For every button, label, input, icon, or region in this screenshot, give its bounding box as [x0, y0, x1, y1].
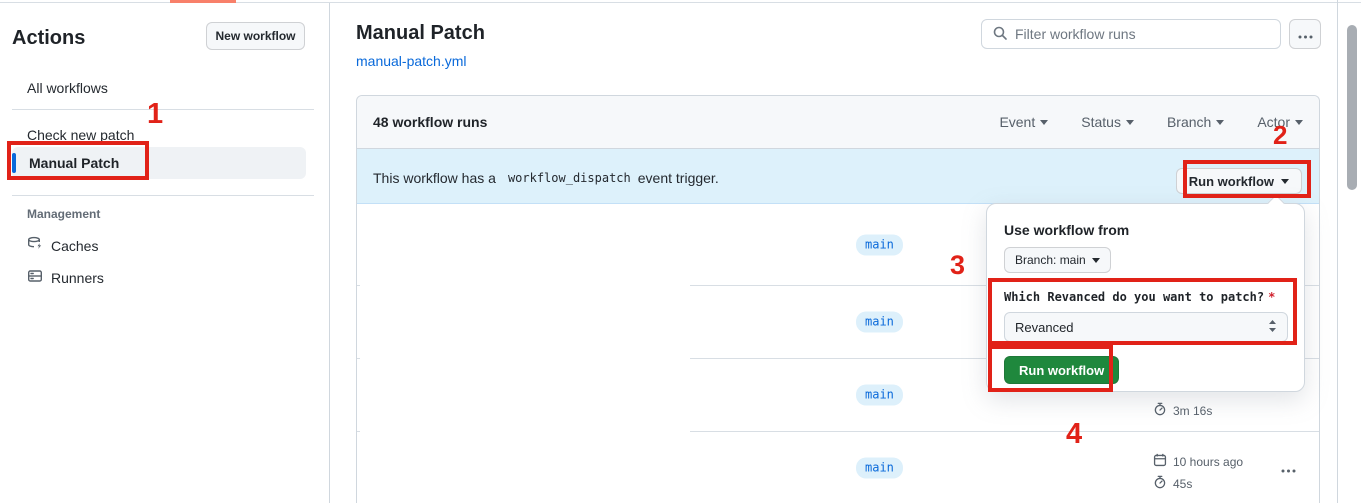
sidebar-divider — [12, 109, 314, 110]
run-workflow-submit-button[interactable]: Run workflow — [1004, 356, 1120, 384]
branch-badge[interactable]: main — [856, 234, 903, 255]
top-border — [0, 2, 1361, 3]
input-label-text: Which Revanced do you want to patch? — [1004, 290, 1265, 304]
header-kebab-button[interactable] — [1289, 19, 1321, 49]
run-meta: 3m 16s — [1153, 402, 1212, 419]
filter-label: Status — [1081, 114, 1121, 130]
branch-badge[interactable]: main — [856, 457, 903, 478]
filter-runs-search[interactable] — [981, 19, 1281, 49]
required-asterisk: * — [1268, 290, 1276, 304]
run-duration: 45s — [1173, 476, 1193, 491]
search-input[interactable] — [1015, 26, 1270, 42]
branch-selector-button[interactable]: Branch: main — [1004, 247, 1111, 273]
revanced-select[interactable]: Revanced — [1004, 312, 1288, 342]
stopwatch-icon — [1153, 475, 1167, 492]
stopwatch-icon — [1153, 402, 1167, 419]
row-divider — [357, 285, 360, 286]
branch-badge[interactable]: main — [856, 311, 903, 332]
select-value: Revanced — [1015, 319, 1074, 335]
workflow-file-link[interactable]: manual-patch.yml — [356, 53, 467, 69]
filter-branch[interactable]: Branch — [1166, 114, 1225, 130]
filter-label: Actor — [1257, 114, 1290, 130]
row-divider — [357, 431, 360, 432]
sidebar-item-label: Caches — [51, 237, 99, 254]
run-workflow-panel: Use workflow from Branch: main Which Rev… — [986, 194, 1305, 392]
filter-event[interactable]: Event — [999, 114, 1049, 130]
sidebar-item-runners[interactable]: Runners — [27, 268, 104, 287]
row-kebab-button[interactable] — [1281, 461, 1296, 476]
filter-label: Event — [999, 114, 1036, 130]
run-duration: 3m 16s — [1173, 403, 1213, 418]
filter-label: Branch — [1166, 114, 1212, 130]
workflow-run-row[interactable]: main 10 hours ago 45s — [357, 431, 1319, 503]
page-scrollbar[interactable] — [1347, 25, 1357, 190]
caret-down-icon — [1295, 119, 1303, 125]
filter-status[interactable]: Status — [1081, 114, 1134, 130]
banner-code: workflow_dispatch — [507, 171, 631, 185]
use-workflow-from-label: Use workflow from — [1004, 222, 1130, 238]
selected-accent-bar — [12, 153, 16, 173]
caret-down-icon — [1125, 119, 1134, 125]
sidebar-item-label: Manual Patch — [29, 155, 120, 171]
runs-filters: Event Status Branch Actor — [999, 114, 1303, 130]
run-workflow-label: Run workflow — [1188, 173, 1274, 189]
branch-badge[interactable]: main — [856, 384, 903, 405]
run-workflow-dropdown-button[interactable]: Run workflow — [1175, 168, 1302, 194]
sidebar-divider — [12, 195, 314, 196]
run-meta: 10 hours ago 45s — [1153, 453, 1243, 492]
kebab-icon — [1298, 27, 1313, 42]
up-down-icon — [1268, 319, 1277, 335]
banner-text: event trigger. — [637, 170, 719, 186]
run-date: 10 hours ago — [1173, 454, 1244, 469]
sidebar-item-manual-patch[interactable]: Manual Patch — [12, 147, 306, 179]
runs-table-header: 48 workflow runs Event Status Branch Act… — [357, 96, 1319, 149]
runners-icon — [27, 268, 43, 287]
sidebar-title: Actions — [12, 27, 86, 49]
row-divider — [690, 431, 1319, 432]
sidebar-item-check-new-patch[interactable]: Check new patch — [27, 127, 135, 143]
sidebar-item-label: Runners — [51, 269, 104, 286]
branch-selector-label: Branch: main — [1015, 253, 1086, 267]
kebab-icon — [1281, 461, 1296, 476]
workflow-dispatch-banner: This workflow has a workflow_dispatch ev… — [357, 149, 1319, 204]
caret-down-icon — [1216, 119, 1225, 125]
actions-sidebar: Actions New workflow All workflows Check… — [0, 3, 330, 503]
caret-down-icon — [1281, 178, 1289, 184]
new-workflow-button[interactable]: New workflow — [206, 22, 305, 50]
page-title: Manual Patch — [356, 22, 485, 44]
content-right-border — [1337, 0, 1338, 503]
caret-down-icon — [1091, 257, 1100, 263]
top-accent-bar — [170, 0, 236, 4]
runs-count: 48 workflow runs — [373, 114, 488, 130]
row-divider — [357, 358, 360, 359]
workflow-input-label: Which Revanced do you want to patch?* — [1004, 290, 1288, 304]
management-heading: Management — [27, 207, 101, 221]
calendar-icon — [1153, 453, 1167, 470]
caret-down-icon — [1040, 119, 1049, 125]
search-icon — [992, 25, 1008, 44]
sidebar-item-caches[interactable]: Caches — [27, 236, 98, 255]
sidebar-item-all-workflows[interactable]: All workflows — [27, 80, 108, 96]
cache-icon — [27, 236, 43, 255]
banner-text: This workflow has a — [373, 170, 496, 186]
filter-actor[interactable]: Actor — [1257, 114, 1303, 130]
